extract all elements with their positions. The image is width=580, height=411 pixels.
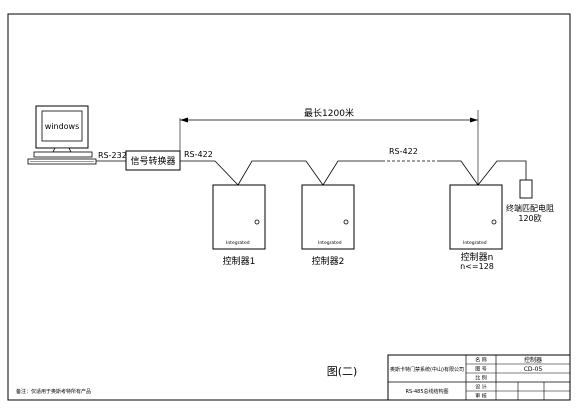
controller-n-caption: 控制器n (461, 251, 494, 263)
signal-converter-label: 信号转换器 (130, 155, 175, 167)
drawing-no-label: 图 号 (475, 367, 487, 373)
controller-1-lock (254, 219, 260, 225)
rs232-label: RS-232 (98, 151, 127, 160)
rs422-bus (214, 160, 527, 186)
terminator-line1: 终端匹配电阻 (506, 203, 554, 213)
signal-converter-box (125, 150, 181, 171)
drawing-no-value: CD-05 (524, 366, 543, 373)
monitor-stand (52, 147, 72, 153)
max-length-label: 最长1200米 (304, 107, 354, 119)
pc-base (33, 151, 93, 158)
controller-2-caption: 控制器2 (312, 255, 345, 267)
controller-n-cabinet (449, 184, 503, 250)
controller-n-panel-label: Integrated (463, 240, 487, 246)
controller-1-cabinet (212, 184, 266, 250)
pc-screen-label: windows (45, 122, 80, 131)
terminator-resistor (519, 179, 533, 199)
name-value: 控制器 (524, 356, 542, 364)
rs422-left-label: RS-422 (184, 150, 213, 159)
controller-2-lock (343, 219, 349, 225)
controller-2-panel-label: Integrated (318, 240, 342, 246)
figure-label: 图(二) (327, 365, 358, 378)
company-name: 奥斯卡特门禁系统(中山)有限公司 (390, 366, 464, 373)
scale-label: 比 例 (475, 375, 487, 382)
drawing-border (7, 13, 571, 401)
controller-1: Integrated 控制器1 (212, 184, 266, 267)
controller-2: Integrated 控制器2 (301, 184, 355, 267)
controller-n-subcaption: n<=128 (460, 262, 494, 271)
controller-n: Integrated 控制器n n<=128 (449, 184, 503, 271)
checker-label: 审 核 (475, 393, 487, 400)
rs422-mid-label: RS-422 (389, 147, 418, 156)
title-block (387, 354, 571, 401)
name-label: 名 称 (475, 357, 487, 364)
pc-workstation: windows (27, 105, 97, 165)
controller-1-caption: 控制器1 (223, 255, 256, 267)
controller-2-cabinet (301, 184, 355, 250)
footnote: 备注：仅适用于奥斯考特所有产品 (16, 388, 91, 395)
controller-1-panel-label: Integrated (226, 240, 250, 246)
terminator-line2: 120欧 (518, 213, 541, 223)
monitor-screen (41, 110, 83, 142)
controller-n-lock (491, 219, 497, 225)
designer-label: 设 计 (475, 384, 487, 391)
drawing-title: RS-485总线结构图 (406, 388, 449, 395)
